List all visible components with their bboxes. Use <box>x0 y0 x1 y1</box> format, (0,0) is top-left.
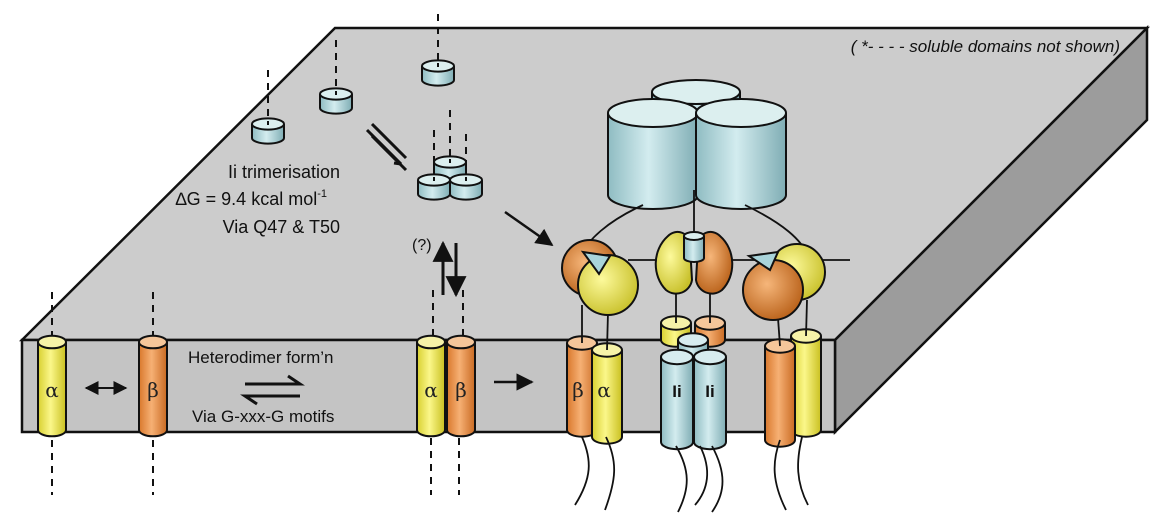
svg-text:Ii trimerisation: Ii trimerisation <box>228 162 340 182</box>
cytoplasmic-tails <box>574 436 809 513</box>
svg-text:β: β <box>572 378 584 402</box>
trimerisation-label: Ii trimerisation ∆G = 9.4 kcal mol-1 Via… <box>176 162 340 237</box>
peptide-binding-domain-center <box>654 230 734 295</box>
svg-text:α: α <box>424 378 438 402</box>
svg-text:β: β <box>455 378 467 402</box>
ii-monomer-drum <box>417 173 451 201</box>
ii-monomers <box>251 14 483 201</box>
beta-helix-complex-right <box>764 338 796 448</box>
svg-text:Ii: Ii <box>705 382 714 401</box>
transmembrane-helices <box>37 290 822 495</box>
helix-labels: α β α β β α Ii Ii <box>45 378 714 402</box>
svg-text:Heterodimer form’n: Heterodimer form’n <box>188 348 334 367</box>
svg-text:∆G = 9.4 kcal mol-1: ∆G = 9.4 kcal mol-1 <box>176 188 327 209</box>
beta-helix-monomer <box>138 334 168 438</box>
svg-text:Via G-xxx-G motifs: Via G-xxx-G motifs <box>192 407 334 426</box>
ii-monomer-drum <box>251 117 285 145</box>
peptide-binding-domain-right <box>742 243 826 321</box>
trimerisation-equilibrium-arrow <box>365 122 408 172</box>
peptide-binding-domain-left <box>561 239 639 316</box>
ii-trimer-domain-large <box>607 79 787 210</box>
alpha-helix-complex-left <box>591 342 623 445</box>
beta-helix-heterodimer <box>446 334 476 438</box>
heterodimer-equilibrium-arrow <box>240 374 305 406</box>
ii-helix-front-right <box>693 348 727 451</box>
svg-text:β: β <box>147 378 159 402</box>
svg-text:Ii: Ii <box>672 382 681 401</box>
svg-text:α: α <box>597 378 611 402</box>
soluble-domains-note: ( *- - - - soluble domains not shown) <box>851 37 1120 56</box>
ii-monomer-drum <box>421 59 455 87</box>
ii-monomer-drum <box>449 173 483 201</box>
trimer-to-complex-arrow <box>504 210 554 247</box>
ii-monomer-drum <box>319 87 353 115</box>
alpha-helix-heterodimer <box>416 334 446 438</box>
trimer-to-heterodimer-equilibrium-arrow <box>432 240 467 298</box>
uncertain-step-label: (?) <box>412 237 432 254</box>
mhc-ii-invariant-complex <box>561 79 850 513</box>
svg-text:α: α <box>45 378 59 402</box>
heterodimer-label: Heterodimer form’n Via G-xxx-G motifs <box>188 348 334 426</box>
svg-text:Via Q47 & T50: Via Q47 & T50 <box>223 217 340 237</box>
alpha-helix-monomer <box>37 334 67 438</box>
